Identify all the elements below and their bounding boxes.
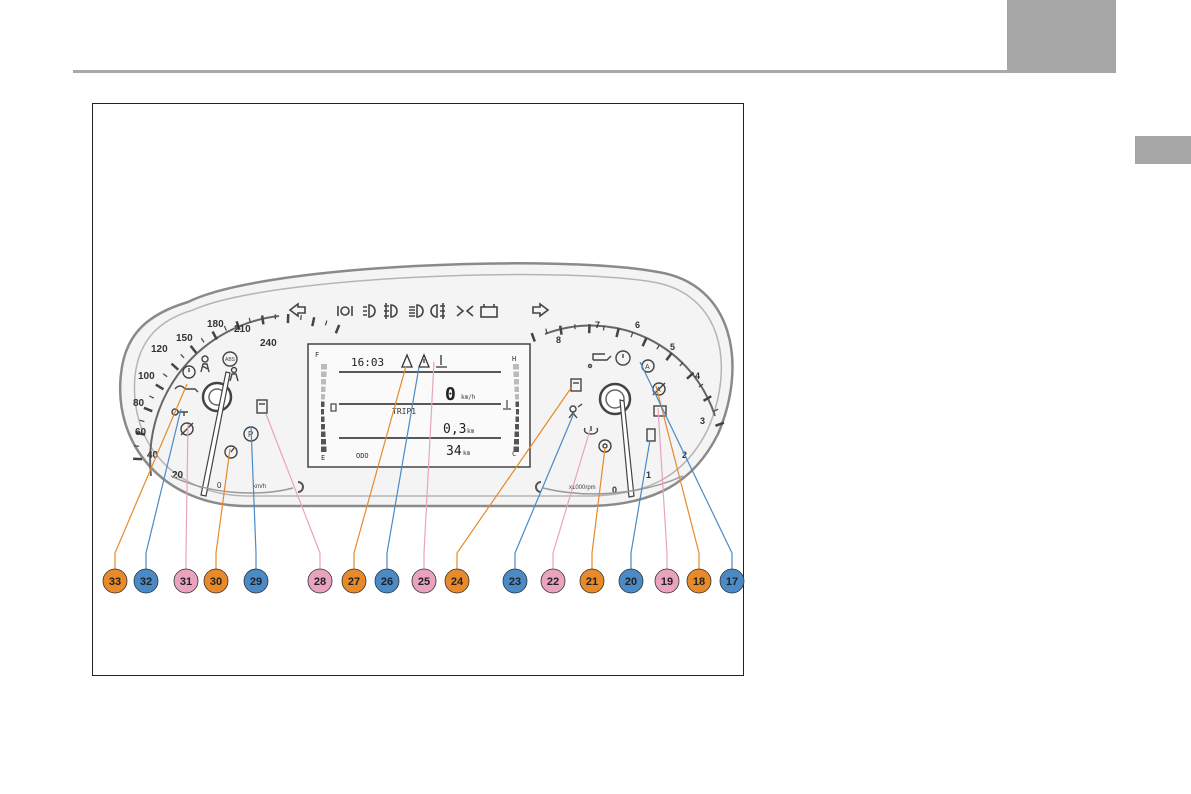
speedometer-tick [262, 315, 263, 324]
lcd-speed-unit: km/h [461, 394, 476, 401]
speed-tick-100: 100 [138, 371, 155, 382]
temp-gauge-bar [515, 432, 520, 438]
fuel-gauge-bar [321, 394, 325, 400]
instrument-cluster-diagram: 20 40 60 80 100 120 150 180 210 240 0 km… [93, 104, 745, 677]
speed-tick-150: 150 [176, 333, 193, 344]
fuel-gauge-bar [321, 447, 327, 453]
temp-gauge-bar [515, 394, 519, 400]
section-side-tab [1135, 136, 1191, 164]
speed-tick-60: 60 [135, 427, 147, 438]
page-corner-tab [1007, 0, 1116, 73]
speedometer-tick [301, 315, 302, 320]
lcd-trip-label: TRIP1 [392, 407, 416, 416]
callout-number-27: 27 [348, 576, 360, 588]
callout-number-26: 26 [381, 576, 393, 588]
speed-tick-80: 80 [133, 398, 145, 409]
lcd-odo-value: 34 [446, 444, 462, 459]
tachometer-tick [603, 326, 604, 331]
lcd-trip-value: 0,3 [443, 422, 466, 437]
temp-gauge-bar [514, 372, 520, 378]
lcd-odo-label: ODO [356, 452, 369, 460]
callout-number-17: 17 [726, 576, 738, 588]
callout-number-30: 30 [210, 576, 222, 588]
speed-tick-180: 180 [207, 319, 224, 330]
speed-tick-210: 210 [234, 324, 251, 335]
tach-tick-7: 7 [595, 320, 600, 330]
svg-text:A: A [645, 364, 650, 371]
callout-number-24: 24 [451, 576, 464, 588]
temp-gauge-bar [513, 364, 519, 370]
tachometer-tick [560, 326, 561, 335]
speed-tick-120: 120 [151, 344, 168, 355]
temp-hot-label: H [512, 355, 516, 363]
tach-tick-5: 5 [670, 342, 675, 352]
temp-gauge-bar [514, 447, 520, 453]
callout-number-19: 19 [661, 576, 673, 588]
temp-gauge-bar [514, 379, 519, 385]
callout-number-20: 20 [625, 576, 637, 588]
tach-tick-8: 8 [556, 335, 561, 345]
header-rule [73, 70, 1116, 73]
temp-gauge-bar [516, 402, 520, 408]
callout-number-18: 18 [693, 576, 705, 588]
lcd-display: F E H C 16:03 0 km/h TRIP1 0,3 km ODO 34… [308, 344, 530, 467]
temp-gauge-bar [515, 424, 519, 430]
tachometer-hub [600, 384, 630, 414]
callout-markers: 33 32 31 30 29 28 27 26 25 24 23 22 21 20 19 18 17 [103, 569, 744, 593]
tach-tick-1: 1 [646, 470, 651, 480]
fuel-gauge-bar [321, 424, 325, 430]
callout-number-28: 28 [314, 576, 326, 588]
fuel-empty-label: E [321, 454, 325, 462]
tach-tick-3: 3 [700, 416, 705, 426]
fuel-gauge-bar [321, 364, 327, 370]
callout-number-25: 25 [418, 576, 430, 588]
temp-gauge-bar [515, 387, 520, 393]
kmh-label: km/h [253, 484, 266, 490]
lcd-speed-value: 0 [445, 384, 456, 405]
callout-number-21: 21 [586, 576, 598, 588]
fuel-gauge-bar [321, 417, 325, 423]
callout-number-23: 23 [509, 576, 521, 588]
lcd-trip-unit: km [467, 428, 475, 435]
callout-number-31: 31 [180, 576, 192, 588]
callout-number-32: 32 [140, 576, 152, 588]
temp-gauge-bar [514, 439, 519, 445]
fuel-gauge-bar [321, 432, 326, 438]
callout-number-33: 33 [109, 576, 121, 588]
lcd-odo-unit: km [463, 450, 471, 457]
figure-frame: 20 40 60 80 100 120 150 180 210 240 0 km… [92, 103, 744, 676]
callout-number-29: 29 [250, 576, 262, 588]
fuel-gauge-bar [321, 387, 326, 393]
fuel-full-label: F [315, 351, 319, 359]
fuel-gauge-bar [321, 372, 327, 378]
tach-tick-6: 6 [635, 320, 640, 330]
temp-gauge-bar [516, 417, 520, 423]
fuel-gauge-bar [321, 409, 324, 415]
tach-tick-4: 4 [695, 371, 700, 381]
speed-tick-240: 240 [260, 338, 277, 349]
speed-zero-label: 0 [217, 481, 222, 490]
callout-number-22: 22 [547, 576, 559, 588]
temp-gauge-bar [516, 409, 519, 415]
lcd-clock: 16:03 [351, 356, 384, 369]
svg-text:ABS: ABS [225, 357, 236, 363]
fuel-gauge-bar [321, 379, 326, 385]
fuel-gauge-bar [321, 439, 326, 445]
speedometer-tick [134, 446, 139, 447]
fuel-gauge-bar [321, 402, 325, 408]
